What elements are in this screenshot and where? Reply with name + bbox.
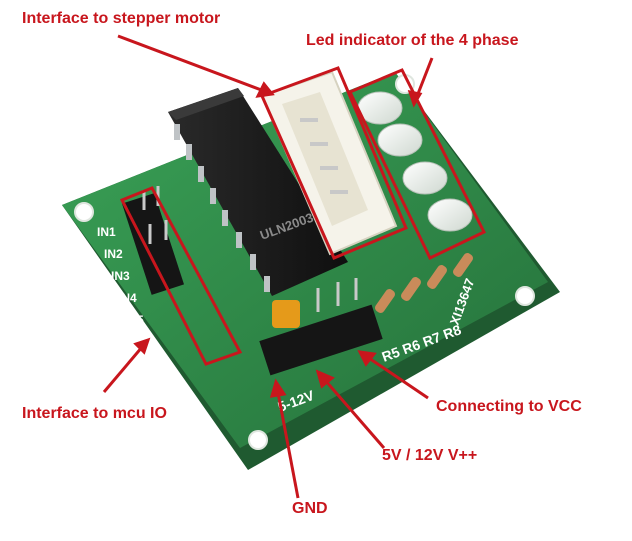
- callout-vcc: Connecting to VCC: [436, 398, 582, 415]
- arrowhead: [357, 350, 377, 367]
- led-indicators: [357, 91, 473, 232]
- pin-label: IN3: [111, 269, 130, 283]
- resistor: [453, 253, 473, 277]
- arrowhead: [269, 378, 287, 398]
- callout-mcu-interface: Interface to mcu IO: [22, 405, 167, 422]
- pin-label: IN1: [97, 225, 116, 239]
- mcu-header: [121, 186, 185, 295]
- resistor: [427, 265, 447, 289]
- led: [377, 123, 423, 157]
- led: [427, 198, 473, 232]
- jumper-cap: [272, 300, 300, 328]
- ic-chip: ULN2003: [168, 88, 348, 296]
- resistor: [401, 277, 421, 301]
- arrow-stepper: [117, 34, 273, 96]
- pin-label: IN4: [118, 291, 137, 305]
- mounting-hole: [248, 430, 268, 450]
- callout-voltage: 5V / 12V V++: [382, 447, 478, 464]
- pin-label: IN2: [104, 247, 123, 261]
- arrowhead: [407, 90, 423, 108]
- arrow-vpp: [316, 371, 386, 449]
- arrowhead: [133, 337, 151, 355]
- resistors: [375, 253, 473, 313]
- chip-pins: [174, 124, 270, 292]
- pin-label: IN7: [139, 357, 158, 371]
- arrowhead: [315, 369, 335, 389]
- mcu-io-box: [119, 186, 243, 366]
- pin-label: IN5: [125, 313, 144, 327]
- arrowhead: [255, 81, 275, 98]
- led-box: [347, 68, 487, 261]
- stepper-box: [259, 66, 408, 260]
- mounting-hole: [74, 202, 94, 222]
- led: [402, 161, 448, 195]
- power-header: [259, 278, 383, 376]
- annotation-arrows: [102, 34, 434, 499]
- callout-stepper-interface: Interface to stepper motor: [22, 10, 221, 27]
- callout-led-indicator: Led indicator of the 4 phase: [306, 32, 519, 49]
- arrow-gnd: [274, 381, 300, 499]
- callout-gnd: GND: [292, 500, 328, 517]
- mounting-hole: [515, 286, 535, 306]
- annotation-boxes: [119, 66, 487, 366]
- resistor: [375, 289, 395, 313]
